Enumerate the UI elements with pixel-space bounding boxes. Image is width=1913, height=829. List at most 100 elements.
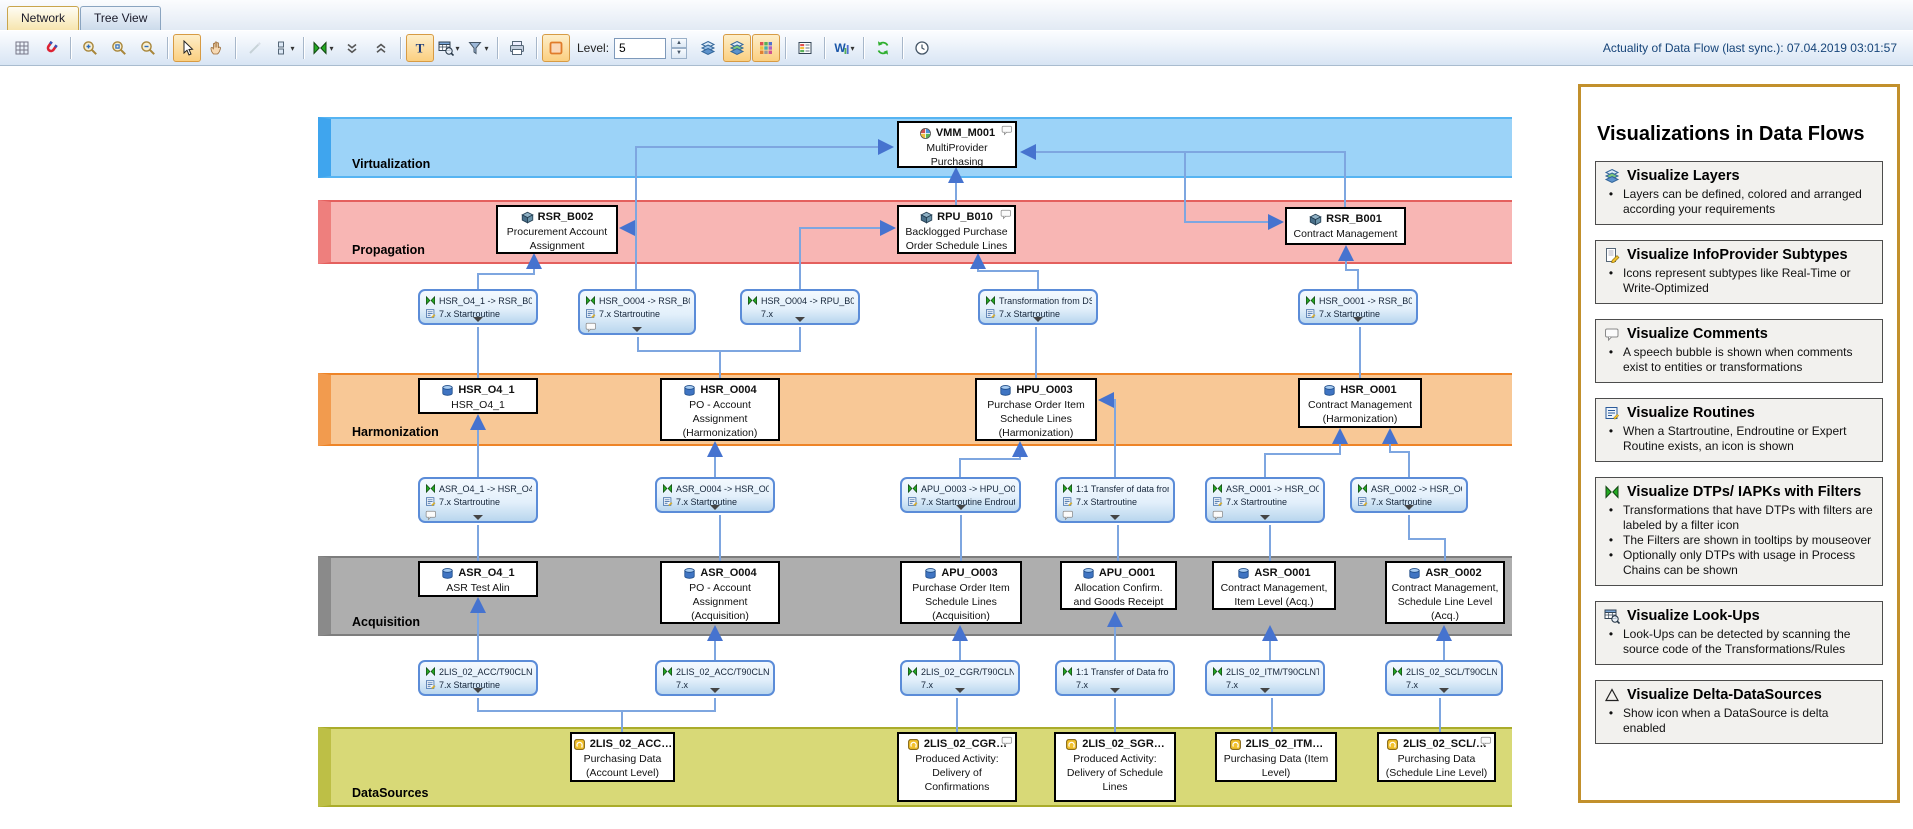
refresh-button[interactable] — [869, 34, 897, 62]
tab-tree-view[interactable]: Tree View — [80, 6, 162, 30]
collapse-all-button[interactable] — [338, 34, 366, 62]
node-2LIS_02_SGR[interactable]: 2LIS_02_SGR…Produced Activity:Delivery o… — [1054, 732, 1176, 802]
transformation-box[interactable]: 2LIS_02_CGR/T90CLNT090 ->…7.x — [900, 660, 1020, 696]
transformation-box[interactable]: APU_O003 -> HPU_O0037.x Startroutine End… — [900, 477, 1021, 513]
fit-view-button[interactable] — [8, 34, 36, 62]
transformation-box[interactable]: 1:1 Transfer of Data from 2LIS…7.x — [1055, 660, 1175, 696]
transformation-box[interactable]: 2LIS_02_SCL/T90CLNT090 ->…7.x — [1385, 660, 1503, 696]
dso-icon — [1323, 384, 1336, 397]
collapse-triangle-icon[interactable] — [1110, 688, 1120, 693]
transformation-title: HSR_O001 -> RSR_B001 — [1319, 295, 1412, 306]
transformation-box[interactable]: 2LIS_02_ACC/T90CLNT090 ->…7.x — [655, 660, 775, 696]
level-control: Level: ▲ ▼ — [577, 37, 688, 59]
magic-wand-button[interactable] — [241, 34, 269, 62]
node-title: VMM_M001 — [935, 127, 996, 139]
clock-button[interactable] — [908, 34, 936, 62]
collapse-triangle-icon[interactable] — [632, 327, 642, 332]
level-down-button[interactable]: ▼ — [671, 48, 688, 59]
collapse-triangle-icon[interactable] — [473, 317, 483, 322]
filter-display-button[interactable]: ▾ — [464, 34, 492, 62]
print-button[interactable] — [503, 34, 531, 62]
transformation-box[interactable]: 2LIS_02_ITM/T90CLNT090 ->…7.x — [1205, 660, 1325, 696]
frame-toggle-button[interactable] — [542, 34, 570, 62]
transformation-box[interactable]: 1:1 Transfer of data from APU…7.x Startr… — [1055, 477, 1175, 523]
collapse-triangle-icon[interactable] — [955, 505, 966, 510]
layers-colored-button[interactable] — [723, 34, 752, 62]
collapse-triangle-icon[interactable] — [473, 515, 483, 520]
transformation-title: Transformation from DSO HP… — [999, 295, 1092, 306]
word-export-button[interactable]: W▾ — [830, 34, 858, 62]
collapse-triangle-icon[interactable] — [1260, 515, 1270, 520]
zoom-out-button[interactable] — [134, 34, 162, 62]
dropdown-caret-icon: ▾ — [850, 43, 855, 53]
filter-icon — [467, 40, 483, 56]
legend-colors-button[interactable] — [791, 34, 819, 62]
tab-network[interactable]: Network — [7, 6, 80, 30]
collapse-triangle-icon[interactable] — [1353, 317, 1363, 322]
select-cursor-button[interactable] — [173, 34, 201, 62]
expand-all-button[interactable] — [367, 34, 395, 62]
node-title: HSR_O001 — [1340, 384, 1397, 396]
transformation-box[interactable]: HSR_O004 -> RPU_B0107.x — [740, 289, 860, 325]
transformation-box[interactable]: ASR_O002 -> HSR_O0017.x Startroutine — [1350, 477, 1468, 513]
transformation-box[interactable]: HSR_O4_1 -> RSR_B0027.x Startroutine — [418, 289, 538, 325]
datasource-icon — [573, 738, 586, 751]
layout-button[interactable]: ▾ — [270, 34, 298, 62]
collapse-triangle-icon[interactable] — [1439, 688, 1449, 693]
collapse-triangle-icon[interactable] — [1260, 688, 1270, 693]
collapse-triangle-icon[interactable] — [1404, 505, 1414, 510]
node-title: 2LIS_02_ITM… — [1245, 738, 1324, 750]
collapse-triangle-icon[interactable] — [710, 505, 720, 510]
layers-button[interactable] — [694, 34, 722, 62]
transformation-box[interactable]: 2LIS_02_ACC/T90CLNT090 ->…7.x Startrouti… — [418, 660, 538, 696]
pan-hand-button[interactable] — [202, 34, 230, 62]
dtp-display-button[interactable]: ▾ — [309, 34, 337, 62]
node-2LIS_02_ACC[interactable]: 2LIS_02_ACC…Purchasing Data(Account Leve… — [570, 732, 675, 782]
subtype-colors-button[interactable] — [752, 34, 781, 62]
text-labels-button[interactable]: T — [406, 34, 434, 62]
collapse-triangle-icon[interactable] — [710, 688, 720, 693]
collapse-triangle-icon[interactable] — [1033, 317, 1043, 322]
node-2LIS_02_CGR[interactable]: 2LIS_02_CGR…Produced Activity:Delivery o… — [897, 732, 1017, 802]
collapse-triangle-icon[interactable] — [473, 688, 483, 693]
zoom-100-button[interactable] — [105, 34, 133, 62]
level-input[interactable] — [614, 37, 667, 59]
transformation-box[interactable]: Transformation from DSO HP…7.x Startrout… — [978, 289, 1098, 325]
text-labels-icon: T — [412, 40, 428, 56]
datasource-icon — [1065, 738, 1078, 751]
transformation-box[interactable]: ASR_O004 -> HSR_O0047.x Startroutine — [655, 477, 775, 513]
transformation-box[interactable]: ASR_O001 -> HSR_O0017.x Startroutine — [1205, 477, 1325, 523]
lookup-display-button[interactable]: ▾ — [435, 34, 463, 62]
datasource-icon — [907, 738, 920, 751]
transformation-box[interactable]: HSR_O004 -> RSR_B0027.x Startroutine — [578, 289, 696, 335]
zoom-100-icon — [111, 40, 127, 56]
level-up-button[interactable]: ▲ — [671, 37, 688, 48]
zoom-in-button[interactable] — [76, 34, 104, 62]
legend-item-title: Visualize InfoProvider Subtypes — [1627, 247, 1848, 263]
transformation-box[interactable]: ASR_O4_1 -> HSR_O4_17.x Startroutine — [418, 477, 538, 523]
collapse-triangle-icon[interactable] — [1110, 515, 1120, 520]
collapse-triangle-icon[interactable] — [955, 688, 965, 693]
dtp-icon — [1212, 666, 1223, 677]
node-2LIS_02_SCL[interactable]: 2LIS_02_SCL/…Purchasing Data(Schedule Li… — [1377, 732, 1496, 782]
transformation-subtitle: 7.x — [676, 679, 689, 690]
collapse-triangle-icon[interactable] — [795, 317, 805, 322]
transformation-box[interactable]: HSR_O001 -> RSR_B0017.x Startroutine — [1298, 289, 1418, 325]
magnet-button[interactable] — [37, 34, 65, 62]
